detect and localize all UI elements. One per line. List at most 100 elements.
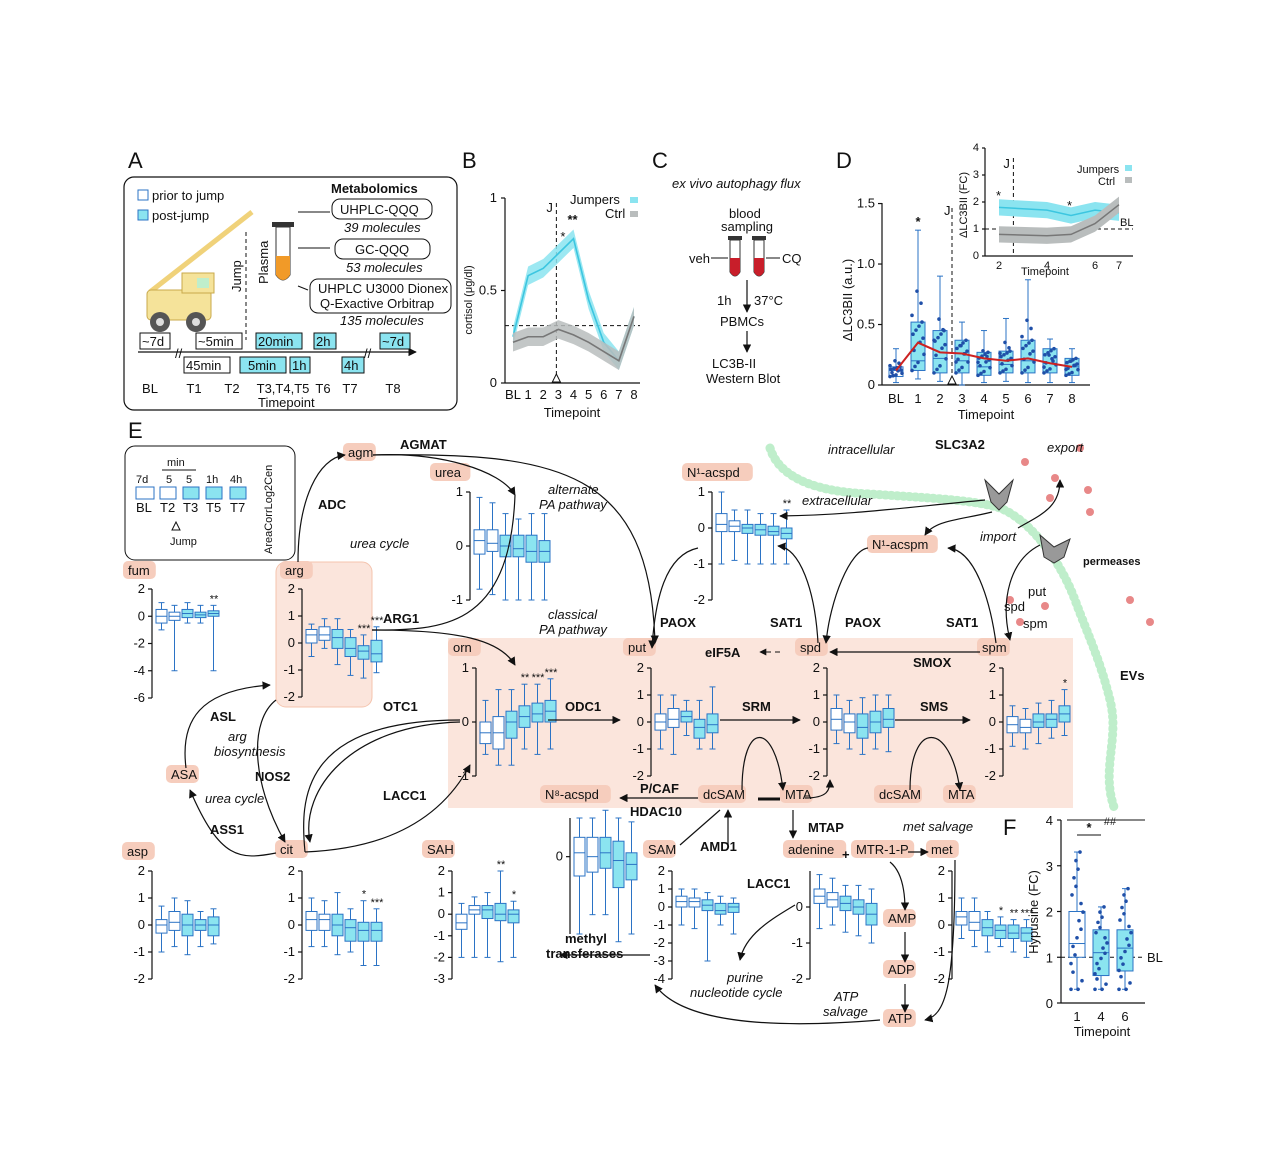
f-star: * xyxy=(1086,820,1092,835)
enzyme-smox: SMOX xyxy=(913,655,952,670)
note-atp2: salvage xyxy=(823,1004,868,1019)
d-xtick-label: 1 xyxy=(914,391,921,406)
break-2: // xyxy=(364,346,372,361)
enzyme-srm: SRM xyxy=(742,699,771,714)
m1-count: 39 molecules xyxy=(344,220,421,235)
d-point xyxy=(1066,366,1070,371)
d-point xyxy=(916,360,920,365)
f-point xyxy=(1075,936,1079,940)
d-point xyxy=(1027,341,1031,345)
spm-ytick-label: -2 xyxy=(984,768,996,783)
cit-box-0-box xyxy=(305,911,318,931)
d-point xyxy=(939,332,943,336)
note-intracellular: intracellular xyxy=(828,442,895,457)
sah-box-2-box xyxy=(481,905,494,920)
d7-text: ~7d xyxy=(142,334,164,349)
f-point xyxy=(1100,987,1104,992)
h4-text: 4h xyxy=(344,358,358,373)
f-point xyxy=(1121,962,1125,966)
d-xtick-label: 7 xyxy=(1046,391,1053,406)
f-point xyxy=(1078,850,1082,854)
f-point xyxy=(1124,987,1128,992)
d-point xyxy=(988,365,992,370)
metabolite-boxplots: 10-110-1-2**20-2-4-6**210-1-2******10-1*… xyxy=(133,484,1071,986)
met-ytick-label: 1 xyxy=(938,890,945,905)
di-ytick-label: 4 xyxy=(973,142,979,154)
met-ytick-label: 2 xyxy=(938,863,945,878)
m3-count: 135 molecules xyxy=(340,313,424,328)
plasma-label: Plasma xyxy=(256,240,271,284)
d-point xyxy=(914,328,918,332)
d-point xyxy=(954,371,958,375)
m3-label-1: UHPLC U3000 Dionex xyxy=(318,281,449,296)
put-ytick-label: -1 xyxy=(632,741,644,756)
panel-label-b: B xyxy=(462,148,477,173)
di-ytick-label: 0 xyxy=(973,250,979,262)
tag-label-spd: spd xyxy=(800,640,821,655)
spd-ytick-label: 1 xyxy=(813,687,820,702)
f-point xyxy=(1076,987,1080,992)
b-xtick-label: 7 xyxy=(615,387,622,402)
e-legend-label-4: T7 xyxy=(230,500,245,515)
tag-asa: ASA xyxy=(166,765,199,783)
met-box-5-box xyxy=(1020,927,1033,942)
d-point xyxy=(1007,346,1011,350)
d-point xyxy=(1070,370,1074,375)
tag-bg-adenine xyxy=(783,840,847,858)
f-point xyxy=(1094,930,1098,935)
d7b-text: ~7d xyxy=(382,334,404,349)
tag-bg-urea xyxy=(430,463,471,481)
b-ylabel: cortisol (μg/dl) xyxy=(463,265,475,334)
d-point xyxy=(919,301,923,306)
d-point xyxy=(940,346,944,351)
tag-bg-agm xyxy=(343,443,376,461)
tag-dcsam: dcSAM xyxy=(698,785,746,803)
d-point xyxy=(1067,372,1071,376)
tag-label-urea: urea xyxy=(435,465,462,480)
d-point xyxy=(957,368,961,372)
b-legend-swatch-jumpers xyxy=(630,197,638,203)
pathway-arrows xyxy=(184,451,1065,1025)
f-ytick-label: 2 xyxy=(1046,905,1053,920)
tag-bg-met xyxy=(926,840,959,858)
e-legend-box-1 xyxy=(159,486,177,500)
tag-cit: cit xyxy=(275,840,308,858)
f-point xyxy=(1118,918,1122,922)
enzyme-lacc1: LACC1 xyxy=(383,788,426,803)
tag-bg-asa xyxy=(166,765,199,783)
e-legend-label-1: T2 xyxy=(160,500,175,515)
asp-box-4-box xyxy=(207,916,220,937)
note-cls2: PA pathway xyxy=(539,622,608,637)
d-point xyxy=(976,373,980,378)
d-point xyxy=(934,353,938,358)
d-point xyxy=(976,360,980,365)
d-point xyxy=(1020,334,1024,339)
b-ytick-label: 1 xyxy=(490,190,497,205)
note-spm: spm xyxy=(1023,616,1048,631)
put-box-4-box xyxy=(706,713,719,734)
tag-bg-fum xyxy=(123,561,156,579)
d-point xyxy=(986,350,990,355)
tag-atp: ATP xyxy=(883,1009,916,1027)
urea-box-3-box xyxy=(512,534,525,558)
tag-label-mta2: MTA xyxy=(948,787,975,802)
f-point xyxy=(1076,867,1080,871)
boxplot-put: 210-1-2 xyxy=(632,660,719,783)
timepoint-0: BL xyxy=(142,381,158,396)
met-ytick-label: 0 xyxy=(938,917,945,932)
tag-bg-adp xyxy=(883,960,916,978)
asp-ytick-label: -1 xyxy=(133,944,145,959)
ev-dot-8 xyxy=(1126,596,1134,604)
tag-dcsam2: dcSAM xyxy=(874,785,922,803)
tag-mta2: MTA xyxy=(943,785,976,803)
f-point xyxy=(1122,893,1126,897)
n1acspd-box-2-box xyxy=(741,523,754,534)
tag-fum: fum xyxy=(123,561,156,579)
tag-bg-asp xyxy=(122,842,155,860)
b-xtick-label: 5 xyxy=(585,387,592,402)
d-point xyxy=(982,369,986,374)
sam-ytick-label: 1 xyxy=(658,881,665,896)
sam-ytick-label: -4 xyxy=(653,971,665,986)
enzyme-pcaf: P/CAF xyxy=(640,781,679,796)
